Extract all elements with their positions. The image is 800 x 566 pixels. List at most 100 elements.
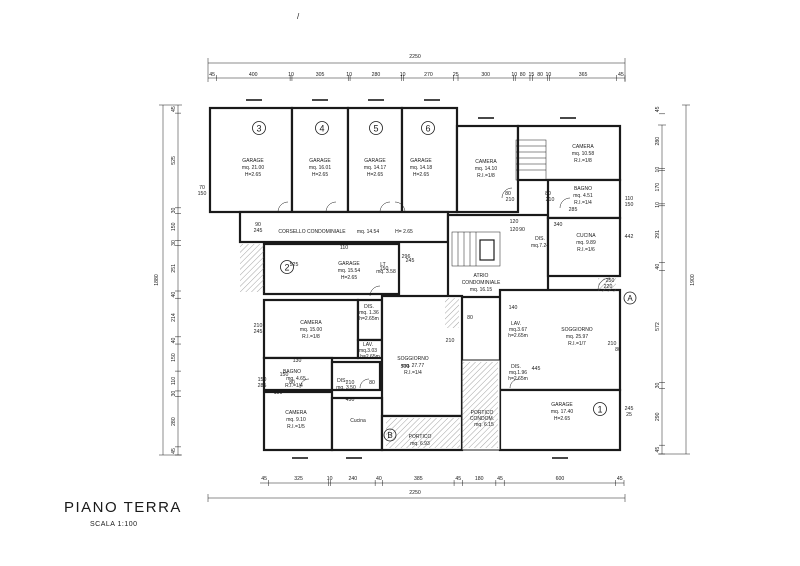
dimension-label: 110	[625, 196, 633, 202]
garage-number-markers: 3 4 5 6 2 1 A B	[252, 121, 637, 442]
room-label: h=2.65m	[359, 316, 379, 322]
dimension-label: 45	[455, 476, 461, 482]
dimension-label: 210	[608, 341, 617, 347]
dimension-label: 45	[171, 448, 177, 454]
dimension-label: 140	[509, 305, 518, 311]
dimension-label: 80	[545, 191, 551, 197]
room-label: GARAGE	[338, 261, 360, 267]
dimension-label: 40	[655, 264, 661, 270]
dimension-label: 220	[604, 284, 613, 290]
room-label: CAMERA	[572, 144, 594, 150]
room-label: LAV.	[363, 342, 373, 348]
dimension-label: 80	[467, 315, 473, 321]
room-label: R.I.=1/7	[568, 341, 586, 347]
room-label: H=2.65	[367, 172, 383, 178]
room-label: CONDOMINIALE	[462, 280, 501, 286]
room-label: mq. 25.97	[566, 334, 588, 340]
room-label: h=2.65m	[508, 333, 528, 339]
dimension-label: 245	[254, 329, 263, 335]
dimension-label: 150	[258, 377, 267, 383]
dimension-label: 210	[446, 338, 455, 344]
dimension-label: 45	[497, 476, 503, 482]
garage-number: 2	[284, 263, 289, 273]
room-label: PORTICO	[409, 434, 432, 440]
dimension-label: 240	[349, 476, 358, 482]
room-label: mq.3.03	[359, 348, 377, 354]
dimension-label: 30	[655, 382, 661, 388]
room-label: mq. 6.15	[474, 422, 494, 428]
dimension-label: 30	[171, 391, 177, 397]
dimension-label: 80	[289, 380, 295, 386]
dimension-label: 245	[625, 406, 634, 412]
dimension-label: 210	[506, 197, 515, 203]
room-label: mq. 9.10	[286, 417, 306, 423]
dimension-label: 130	[293, 358, 302, 364]
room-label: Cucina	[350, 418, 366, 424]
dimension-label: 110	[340, 245, 348, 251]
dimension-label: 70	[199, 185, 205, 191]
dimension-label: 40	[171, 292, 177, 298]
dimension-label: 10	[655, 202, 661, 208]
garage-number: 3	[256, 124, 261, 134]
room-label: h=2.65m	[360, 354, 380, 360]
dimension-label: 280	[655, 137, 661, 146]
dimension-label: 180	[475, 476, 484, 482]
room-label: R.I.=1/4	[404, 370, 422, 376]
room-label: mq. 14.10	[475, 166, 497, 172]
room-label: LAV.	[511, 321, 521, 327]
room-label: mq. 3.50	[336, 385, 356, 391]
dimension-label: 40	[376, 476, 382, 482]
dimension-label: 305	[316, 72, 325, 78]
room-label: mq. 1.36	[359, 310, 379, 316]
dimension-label: 572	[655, 322, 661, 331]
dimension-label: 45	[655, 447, 661, 453]
dimension-label: 80	[505, 191, 511, 197]
room-label: mq. 17.40	[551, 409, 573, 415]
dimension-label: 10	[346, 72, 352, 78]
dimension-label: 325	[294, 476, 303, 482]
room-label: GARAGE	[309, 158, 331, 164]
room-label: CAMERA	[285, 410, 307, 416]
room-label: H=2.65	[312, 172, 328, 178]
room-label: DIS.	[535, 236, 545, 242]
top-mark: /	[297, 12, 300, 21]
room-label: R.I.=1/8	[302, 334, 320, 340]
dimension-label: 150	[280, 372, 289, 378]
room-label: mq. 14.18	[410, 165, 432, 171]
door-swings	[277, 187, 611, 389]
room-label: ATRIO	[474, 273, 489, 279]
marker-b: B	[387, 431, 392, 440]
dimension-lines	[159, 58, 690, 502]
room-label: mq. 27.77	[402, 363, 424, 369]
dimension-label: 10	[546, 72, 552, 78]
room-label: H=2.65	[245, 172, 261, 178]
walls	[208, 106, 622, 452]
dimension-label: 10	[655, 167, 661, 173]
room-label: GARAGE	[364, 158, 386, 164]
garage-number: 6	[425, 124, 430, 134]
dimension-label: 210	[546, 197, 555, 203]
room-label: mq.3.67	[509, 327, 527, 333]
dimension-label: 525	[171, 156, 177, 165]
plan-title: PIANO TERRA	[64, 499, 182, 516]
dimension-label: 365	[579, 72, 588, 78]
dimension-label: 150	[380, 266, 389, 272]
room-label: mq. 14.17	[364, 165, 386, 171]
dimension-label: 245	[406, 258, 415, 264]
room-label: PORTICO	[471, 410, 494, 416]
dimension-label: 45	[617, 476, 623, 482]
room-label: H=2.65	[413, 172, 429, 178]
plan-scale: SCALA 1:100	[90, 521, 138, 528]
dimension-label: 600	[556, 476, 565, 482]
hatched-areas	[240, 244, 616, 448]
room-labels: GARAGE mq. 21.00 H=2.65 GARAGE mq. 16.01…	[242, 144, 596, 447]
dimension-label: 150	[198, 191, 207, 197]
dimension-label: 80	[369, 380, 375, 386]
dimension-label: 385	[414, 476, 423, 482]
dimension-label: 340	[554, 222, 563, 228]
window-marks	[246, 99, 576, 459]
room-label: mq. 21.00	[242, 165, 264, 171]
dimension-label: 30	[171, 240, 177, 246]
room-label: h=2.65m	[508, 376, 528, 382]
room-label: CUCINA	[576, 233, 596, 239]
